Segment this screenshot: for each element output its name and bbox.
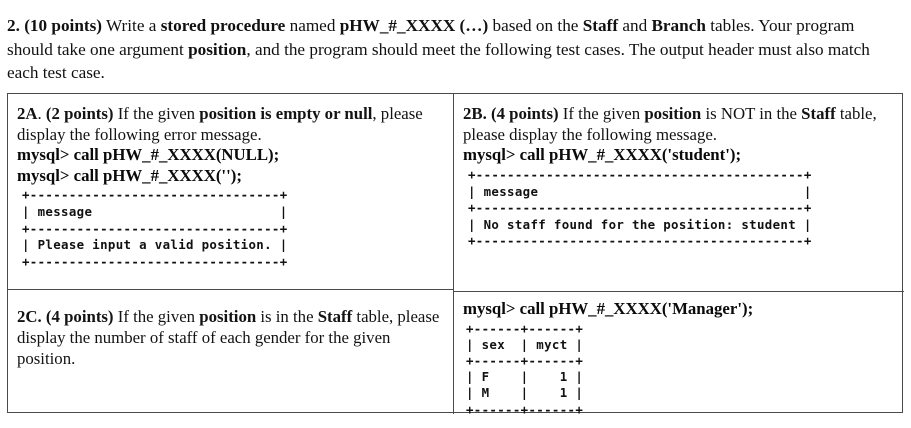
test-case-2a-sql-line-2: mysql> call pHW_#_XXXX(''); [17, 165, 242, 185]
table-horizontal-divider-left [8, 289, 453, 291]
test-cases-table: 2A. (2 points) If the given position is … [7, 93, 904, 417]
test-case-2a-prompt: 2A. (2 points) If the given position is … [17, 104, 423, 145]
test-case-2c-prompt: 2C. (4 points) If the given position is … [17, 307, 440, 369]
test-case-cell-2c: 2C. (4 points) If the given position is … [8, 290, 453, 413]
table-vertical-divider [453, 94, 455, 414]
test-case-2c-sql-line-1: mysql> call pHW_#_XXXX('Manager'); [463, 299, 754, 318]
test-case-cell-2a: 2A. (2 points) If the given position is … [8, 94, 453, 289]
test-case-2b-result-table: +---------------------------------------… [468, 166, 812, 249]
test-case-2a-result-table: +--------------------------------+ | mes… [22, 187, 288, 269]
test-case-2c-result-table: +------+------+ | sex | myct | +------+-… [466, 320, 584, 417]
test-case-cell-2c-result: mysql> call pHW_#_XXXX('Manager'); +----… [454, 292, 904, 417]
question-intro-paragraph: 2. (10 points) Write a stored procedure … [7, 16, 870, 82]
test-case-2b-prompt: 2B. (4 points) If the given position is … [463, 104, 877, 145]
test-case-cell-2b: 2B. (4 points) If the given position is … [454, 94, 904, 291]
test-case-2b-sql-line-1: mysql> call pHW_#_XXXX('student'); [463, 145, 742, 165]
test-case-2a-sql-line-1: mysql> call pHW_#_XXXX(NULL); [17, 145, 280, 165]
table-horizontal-divider-right [454, 291, 904, 293]
